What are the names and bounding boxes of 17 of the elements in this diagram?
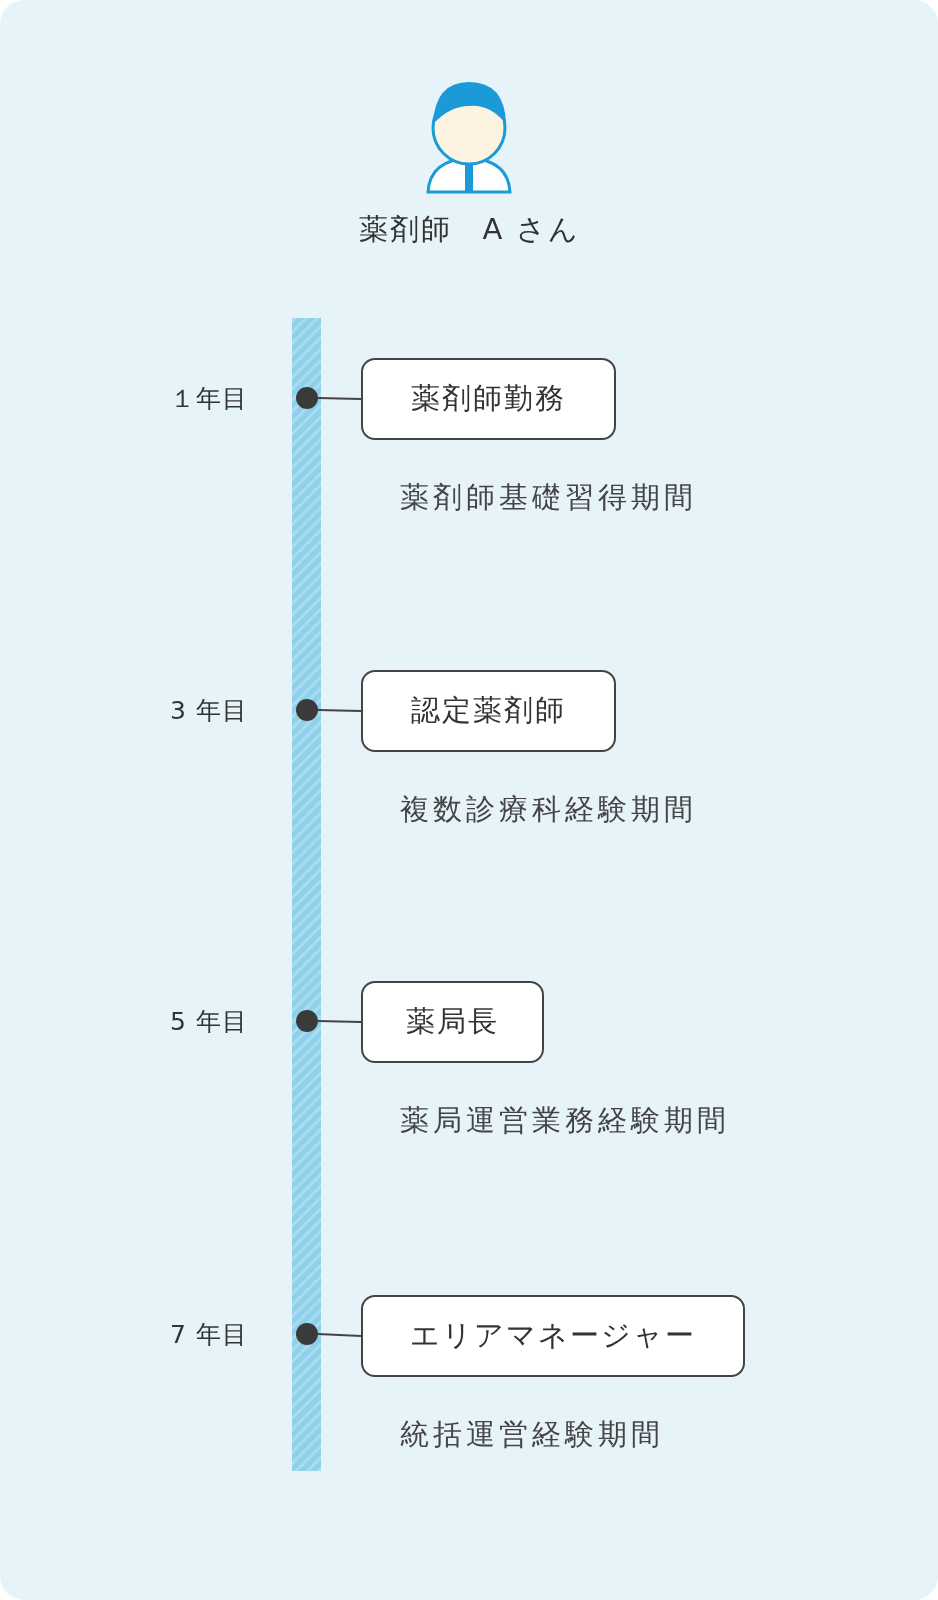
- year-label: １年目: [170, 382, 248, 415]
- connector-line: [317, 1333, 362, 1337]
- career-stage-box: エリアマネージャー: [361, 1295, 745, 1377]
- career-stage-box: 認定薬剤師: [361, 670, 616, 752]
- period-text: 薬剤師基礎習得期間: [400, 479, 697, 516]
- year-label: 3 年目: [170, 694, 248, 727]
- connector-line: [317, 397, 362, 400]
- connector-line: [317, 1020, 362, 1023]
- period-text: 薬局運営業務経験期間: [400, 1102, 730, 1139]
- period-text: 複数診療科経験期間: [400, 791, 697, 828]
- connector-line: [317, 709, 362, 712]
- year-label: 5 年目: [170, 1005, 248, 1038]
- person-name: 薬剤師 A さん: [358, 211, 580, 248]
- year-label: 7 年目: [170, 1318, 248, 1351]
- career-stage-box: 薬局長: [361, 981, 544, 1063]
- period-text: 統括運営経験期間: [400, 1416, 664, 1453]
- career-stage-box: 薬剤師勤務: [361, 358, 616, 440]
